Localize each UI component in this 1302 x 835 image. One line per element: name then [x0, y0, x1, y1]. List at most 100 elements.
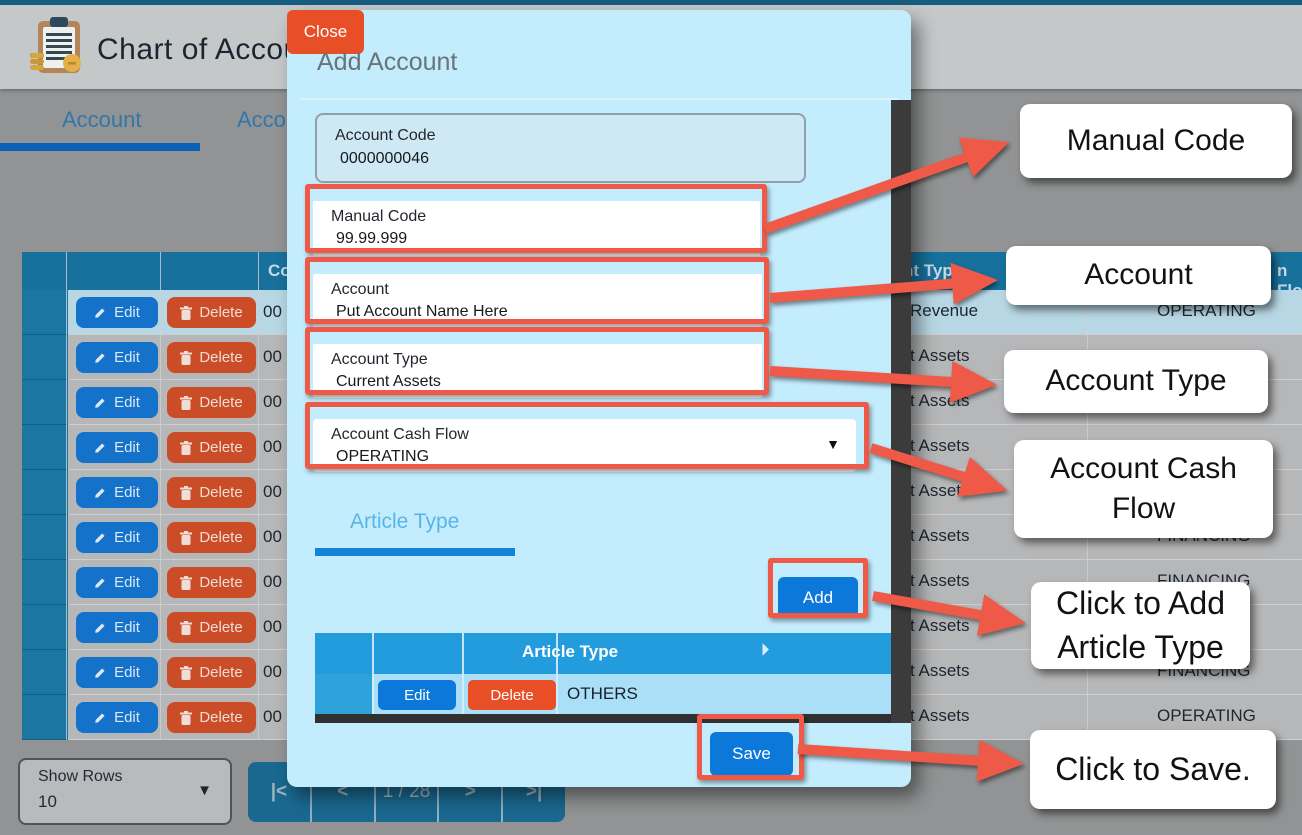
- col-header-code: Co: [268, 261, 291, 280]
- account-code-label: Account Code: [335, 127, 436, 144]
- account-cash-flow-value: OPERATING: [336, 448, 430, 465]
- trash-icon: [180, 710, 193, 725]
- edit-button[interactable]: Edit: [76, 567, 158, 598]
- account-code-cell: 00: [263, 707, 282, 726]
- col-header-account-type: nt Type: [903, 261, 963, 280]
- add-account-modal: Add Account Account Code 0000000046 Manu…: [287, 10, 911, 787]
- account-code-cell: 00: [263, 527, 282, 546]
- article-table-header: Article Type: [315, 633, 905, 674]
- chevron-down-icon: ▼: [197, 782, 212, 799]
- edit-button[interactable]: Edit: [76, 342, 158, 373]
- prev-page-button[interactable]: <: [312, 762, 376, 822]
- edit-button[interactable]: Edit: [76, 387, 158, 418]
- account-type-cell: t Assets: [910, 391, 970, 410]
- row-select-cell[interactable]: [22, 290, 68, 335]
- close-button[interactable]: Close: [287, 10, 364, 54]
- grid-line: [556, 633, 558, 716]
- account-code-value: 0000000046: [340, 150, 429, 167]
- edit-button[interactable]: Edit: [76, 702, 158, 733]
- trash-icon: [180, 395, 193, 410]
- pencil-icon: [95, 668, 105, 678]
- row-select-cell[interactable]: [22, 380, 68, 425]
- delete-button[interactable]: Delete: [167, 702, 256, 733]
- account-code-cell: 00: [263, 302, 282, 321]
- delete-button[interactable]: Delete: [167, 387, 256, 418]
- divider: [300, 98, 898, 100]
- cash-flow-cell: OPERATING: [1157, 706, 1256, 725]
- account-type-cell: t Assets: [910, 436, 970, 455]
- account-code-cell: 00: [263, 347, 282, 366]
- account-name-input[interactable]: Account Put Account Name Here: [313, 274, 762, 327]
- show-rows-dropdown[interactable]: Show Rows 10 ▼: [18, 758, 232, 825]
- delete-button[interactable]: Delete: [167, 297, 256, 328]
- trash-icon: [180, 575, 193, 590]
- edit-button[interactable]: Edit: [76, 432, 158, 463]
- edit-article-button[interactable]: Edit: [378, 680, 456, 710]
- active-tab-underline: [0, 143, 200, 151]
- chevron-down-icon: ▼: [826, 436, 840, 452]
- edit-button[interactable]: Edit: [76, 612, 158, 643]
- horizontal-scrollbar[interactable]: [315, 714, 893, 723]
- vertical-scrollbar[interactable]: [891, 100, 911, 723]
- pencil-icon: [95, 308, 105, 318]
- account-type-value: Current Assets: [336, 373, 441, 390]
- delete-button[interactable]: Delete: [167, 612, 256, 643]
- edit-button[interactable]: Edit: [76, 657, 158, 688]
- cash-flow-cell: OPERATING: [1157, 301, 1256, 320]
- row-select-cell[interactable]: [22, 650, 68, 695]
- manual-code-input[interactable]: Manual Code 99.99.999: [313, 201, 760, 256]
- callout-save: Click to Save.: [1030, 730, 1276, 809]
- article-type-cell: OTHERS: [567, 684, 638, 703]
- row-select-cell[interactable]: [22, 605, 68, 650]
- trash-icon: [180, 530, 193, 545]
- callout-add-article-type: Click to Add Article Type: [1031, 582, 1250, 669]
- save-button[interactable]: Save: [710, 732, 793, 776]
- grid-line: [462, 633, 464, 716]
- tab-account[interactable]: Account: [62, 107, 142, 132]
- edit-button[interactable]: Edit: [76, 522, 158, 553]
- delete-button[interactable]: Delete: [167, 432, 256, 463]
- next-page-button[interactable]: >: [439, 762, 504, 822]
- row-select-cell[interactable]: [22, 560, 68, 605]
- tab-account-type[interactable]: Acco: [237, 107, 286, 132]
- account-type-cell: Revenue: [910, 301, 979, 320]
- row-select-cell[interactable]: [22, 695, 68, 740]
- row-select-cell[interactable]: [22, 425, 68, 470]
- account-type-input[interactable]: Account Type Current Assets: [313, 344, 762, 398]
- row-select-cell[interactable]: [315, 674, 372, 716]
- account-code-cell: 00: [263, 617, 282, 636]
- callout-manual-code: Manual Code: [1020, 104, 1292, 178]
- account-type-cell: t Assets: [910, 571, 970, 590]
- account-type-cell: t Assets: [910, 526, 970, 545]
- account-label: Account: [331, 281, 389, 298]
- account-code-cell: 00: [263, 437, 282, 456]
- edit-button[interactable]: Edit: [76, 297, 158, 328]
- account-type-cell: t Assets: [910, 706, 970, 725]
- show-rows-label: Show Rows: [38, 768, 123, 785]
- delete-button[interactable]: Delete: [167, 477, 256, 508]
- edit-button[interactable]: Edit: [76, 477, 158, 508]
- delete-button[interactable]: Delete: [167, 522, 256, 553]
- trash-icon: [180, 440, 193, 455]
- delete-button[interactable]: Delete: [167, 342, 256, 373]
- row-select-cell[interactable]: [22, 335, 68, 380]
- row-select-cell[interactable]: [22, 515, 68, 560]
- delete-button[interactable]: Delete: [167, 657, 256, 688]
- row-select-cell[interactable]: [22, 470, 68, 515]
- add-article-type-button[interactable]: Add: [778, 577, 858, 618]
- trash-icon: [180, 485, 193, 500]
- trash-icon: [180, 305, 193, 320]
- grid-line: [258, 252, 259, 740]
- account-code-cell: 00: [263, 572, 282, 591]
- grid-line: [372, 633, 374, 716]
- account-cash-flow-select[interactable]: Account Cash Flow OPERATING ▼: [313, 419, 856, 472]
- grid-line: [66, 252, 67, 740]
- delete-article-button[interactable]: Delete: [468, 680, 556, 710]
- first-page-button[interactable]: |<: [248, 762, 312, 822]
- account-code-field: Account Code 0000000046: [315, 113, 806, 183]
- trash-icon: [180, 620, 193, 635]
- tab-article-type[interactable]: Article Type: [350, 510, 460, 533]
- delete-button[interactable]: Delete: [167, 567, 256, 598]
- sort-icon[interactable]: [756, 643, 769, 656]
